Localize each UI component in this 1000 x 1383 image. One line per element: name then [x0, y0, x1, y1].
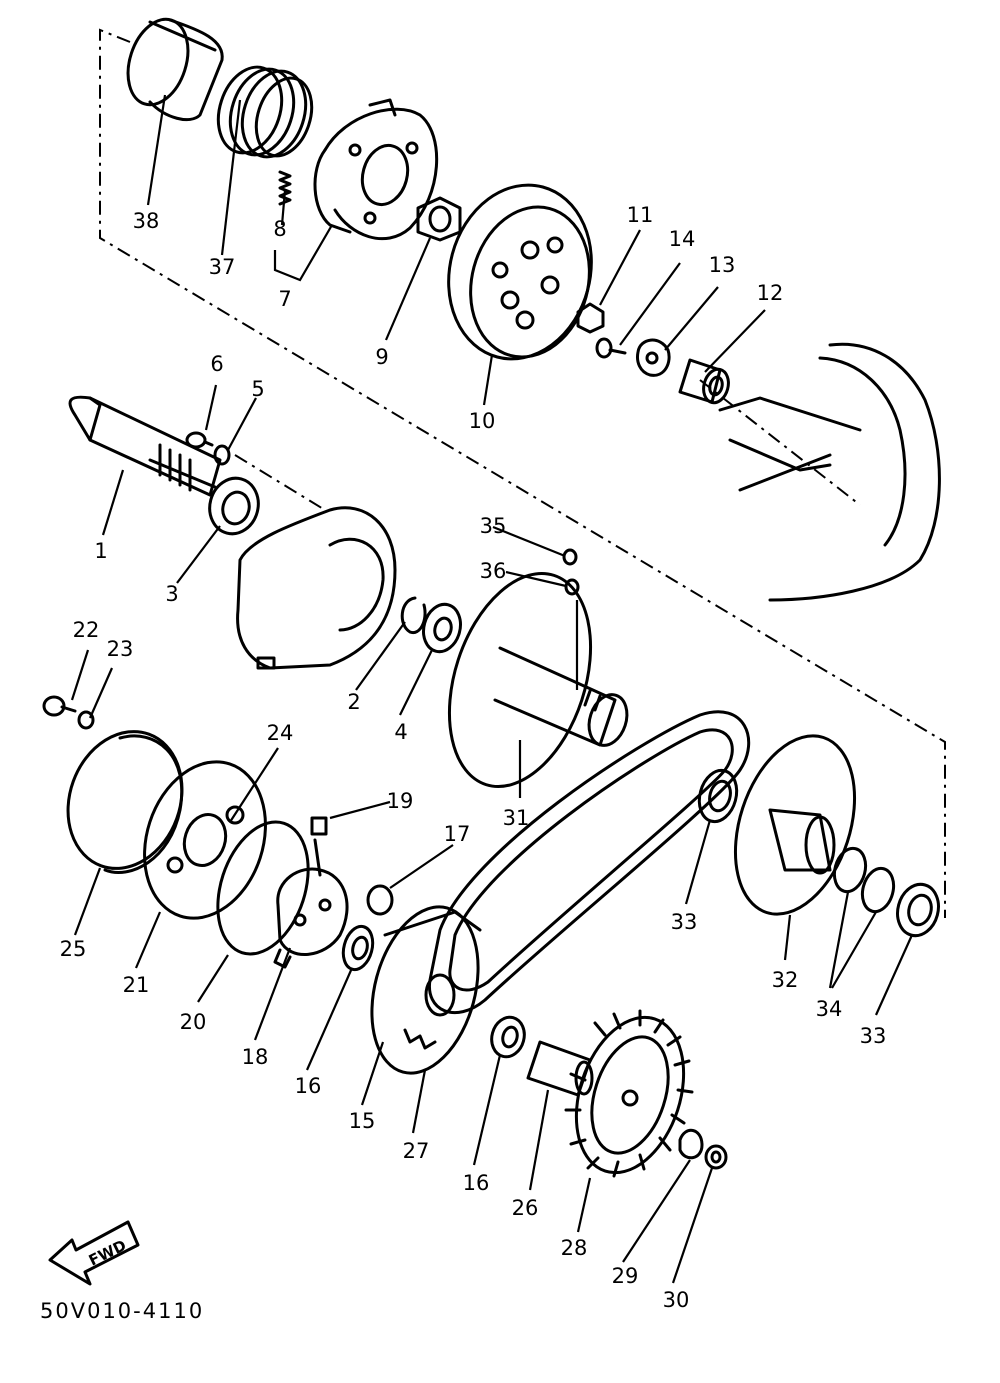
- label-part-2: 2: [347, 690, 360, 714]
- part-2-circlip: [400, 596, 427, 635]
- part-19-slider: [310, 816, 328, 836]
- part-1-primary-shaft: [68, 395, 222, 497]
- label-part-8: 8: [273, 217, 286, 241]
- label-part-5: 5: [251, 377, 264, 401]
- label-part-16: 16: [295, 1074, 322, 1098]
- label-part-15: 15: [349, 1109, 376, 1133]
- part-3-bearing: [208, 476, 260, 536]
- label-part-33b: 33: [860, 1024, 887, 1048]
- part-38-cup: [126, 17, 224, 121]
- label-part-21: 21: [123, 973, 150, 997]
- part-12-bushing: [678, 358, 730, 405]
- label-part-29: 29: [612, 1264, 639, 1288]
- label-part-22: 22: [73, 618, 100, 642]
- label-part-36: 36: [480, 559, 507, 583]
- part-4-bearing: [422, 602, 462, 654]
- label-part-10: 10: [469, 409, 496, 433]
- part-11-nut: [576, 302, 605, 334]
- part-34-o-rings: [832, 846, 896, 914]
- fwd-arrow-icon: FWD: [48, 1220, 140, 1286]
- part-15-movable-sheave: [370, 905, 482, 1075]
- label-part-24: 24: [267, 721, 294, 745]
- label-part-17: 17: [444, 822, 471, 846]
- part-6-bolt: [185, 431, 214, 449]
- part-28-fan: [564, 1009, 694, 1178]
- transmission-cover: [236, 506, 397, 670]
- part-14-bolt: [595, 337, 627, 359]
- part-26-collar: [526, 1040, 594, 1097]
- label-part-16b: 16: [463, 1171, 490, 1195]
- label-part-28: 28: [561, 1236, 588, 1260]
- label-part-25: 25: [60, 937, 87, 961]
- part-10-clutch-housing: [447, 183, 593, 361]
- part-30-nut: [704, 1144, 728, 1170]
- label-part-33: 33: [671, 910, 698, 934]
- part-32-fixed-sheave: [733, 734, 857, 916]
- label-part-23: 23: [107, 637, 134, 661]
- label-part-9: 9: [375, 345, 388, 369]
- label-part-19: 19: [387, 789, 414, 813]
- part-labels: 1 2 3 4 5 6 7 8 9 10 11 12 13 14 15 16 1…: [60, 203, 887, 1312]
- part-8-small-spring: [278, 170, 292, 206]
- label-part-31: 31: [503, 806, 530, 830]
- label-part-14: 14: [669, 227, 696, 251]
- label-part-26: 26: [512, 1196, 539, 1220]
- part-36-washer: [564, 578, 580, 596]
- part-17-roller-weight: [366, 884, 394, 916]
- label-part-27: 27: [403, 1139, 430, 1163]
- label-part-11: 11: [627, 203, 654, 227]
- part-5-washer: [213, 444, 231, 466]
- diagram-code: 50V010-4110: [40, 1299, 204, 1323]
- label-part-35: 35: [480, 514, 507, 538]
- crankcase-outline: [718, 342, 941, 602]
- label-part-37: 37: [209, 255, 236, 279]
- label-part-18: 18: [242, 1045, 269, 1069]
- label-part-32: 32: [772, 968, 799, 992]
- part-9-nut: [416, 196, 462, 242]
- part-16-bushing: [341, 924, 375, 972]
- part-16b-bushing: [490, 1015, 526, 1059]
- part-31-secondary-sheave: [447, 571, 629, 789]
- part-7-clutch-carrier: [313, 98, 439, 241]
- label-part-12: 12: [757, 281, 784, 305]
- leader-lines: [70, 94, 914, 1284]
- part-29-washer: [678, 1129, 704, 1160]
- part-25-cover: [66, 730, 184, 874]
- label-part-30: 30: [663, 1288, 690, 1312]
- part-33-oil-seal: [697, 768, 739, 824]
- label-part-3: 3: [165, 582, 178, 606]
- part-13-plate: [636, 338, 671, 377]
- label-part-6: 6: [210, 352, 223, 376]
- part-33b-oil-seal: [896, 882, 940, 938]
- part-18-weight-holder: [273, 838, 349, 969]
- label-part-20: 20: [180, 1010, 207, 1034]
- label-part-4: 4: [394, 720, 407, 744]
- label-part-34: 34: [816, 997, 843, 1021]
- part-20-o-ring: [216, 820, 310, 956]
- part-37-spring: [216, 65, 314, 159]
- part-21-cam-plate: [143, 760, 267, 920]
- part-22-bolt: [42, 695, 77, 717]
- part-35-screw: [562, 548, 578, 566]
- label-part-13: 13: [709, 253, 736, 277]
- assembly-frame-lines: [99, 28, 946, 918]
- part-23-washer: [77, 710, 95, 730]
- label-part-1: 1: [94, 539, 107, 563]
- label-part-38: 38: [133, 209, 160, 233]
- label-part-7: 7: [278, 287, 291, 311]
